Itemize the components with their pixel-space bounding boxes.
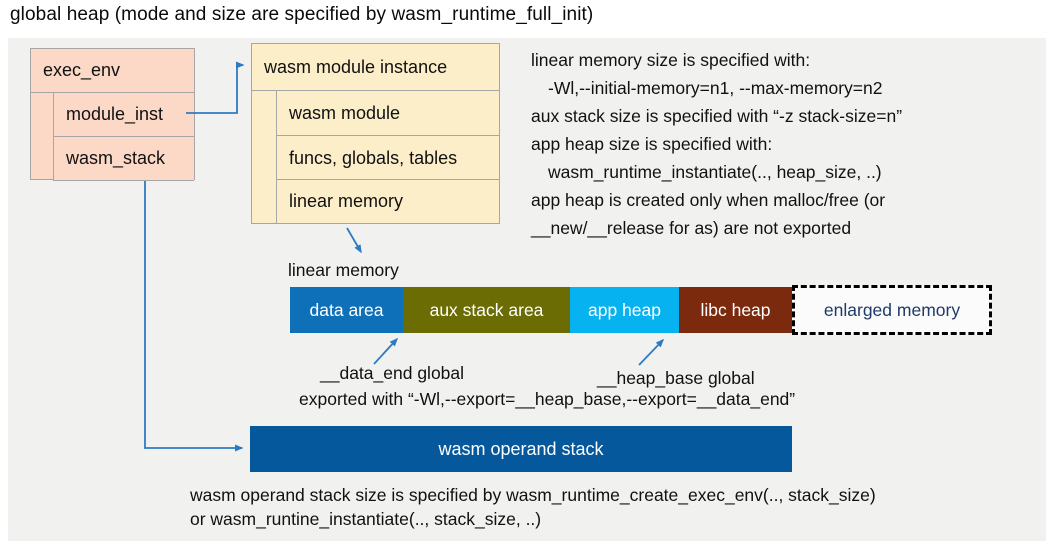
linear-memory-label: linear memory [288,260,399,280]
note-line: app heap is created only when malloc/fre… [531,190,886,210]
operand-stack-notes: wasm operand stack size is specified by … [190,483,876,531]
diagram-title: global heap (mode and size are specified… [10,4,594,25]
module-instance-row-wasm-module: wasm module [276,90,499,136]
exec-env-row-wasm-stack: wasm_stack [53,136,194,181]
note-line: aux stack size is specified with “-z sta… [531,106,903,126]
segment-data-area: data area [290,287,403,333]
segment-aux-stack-area: aux stack area [403,287,570,333]
note-line: or wasm_runtine_instantiate(.., stack_si… [190,509,542,529]
note-line: wasm_runtime_instantiate(.., heap_size, … [548,162,882,182]
wasm-operand-stack-box: wasm operand stack [250,426,792,472]
module-instance-row-funcs-globals-tables: funcs, globals, tables [276,135,499,181]
note-line: wasm operand stack size is specified by … [190,485,876,505]
note-line: __new/__release for as) are not exported [531,218,852,238]
data-end-global-label: __data_end global [320,363,465,383]
heap-base-global-label: __heap_base global [597,368,755,388]
exec-env-box: exec_env module_inst wasm_stack [30,48,195,181]
note-line: app heap size is specified with: [531,134,773,154]
segment-app-heap: app heap [570,287,679,333]
module-instance-row-linear-memory: linear memory [276,179,499,224]
note-line: -Wl,--initial-memory=n1, --max-memory=n2 [548,78,883,98]
exec-env-header: exec_env [31,49,194,93]
segment-libc-heap: libc heap [679,287,792,333]
module-instance-header: wasm module instance [252,44,499,91]
note-line: linear memory size is specified with: [531,50,811,70]
export-flags-label: exported with “-Wl,--export=__heap_base,… [299,389,796,409]
linear-memory-bar: data area aux stack area app heap libc h… [290,287,792,333]
segment-enlarged-memory: enlarged memory [792,285,992,335]
memory-size-notes: linear memory size is specified with: -W… [531,46,1043,242]
exec-env-row-module-inst: module_inst [53,92,194,137]
module-instance-box: wasm module instance wasm module funcs, … [251,43,500,224]
